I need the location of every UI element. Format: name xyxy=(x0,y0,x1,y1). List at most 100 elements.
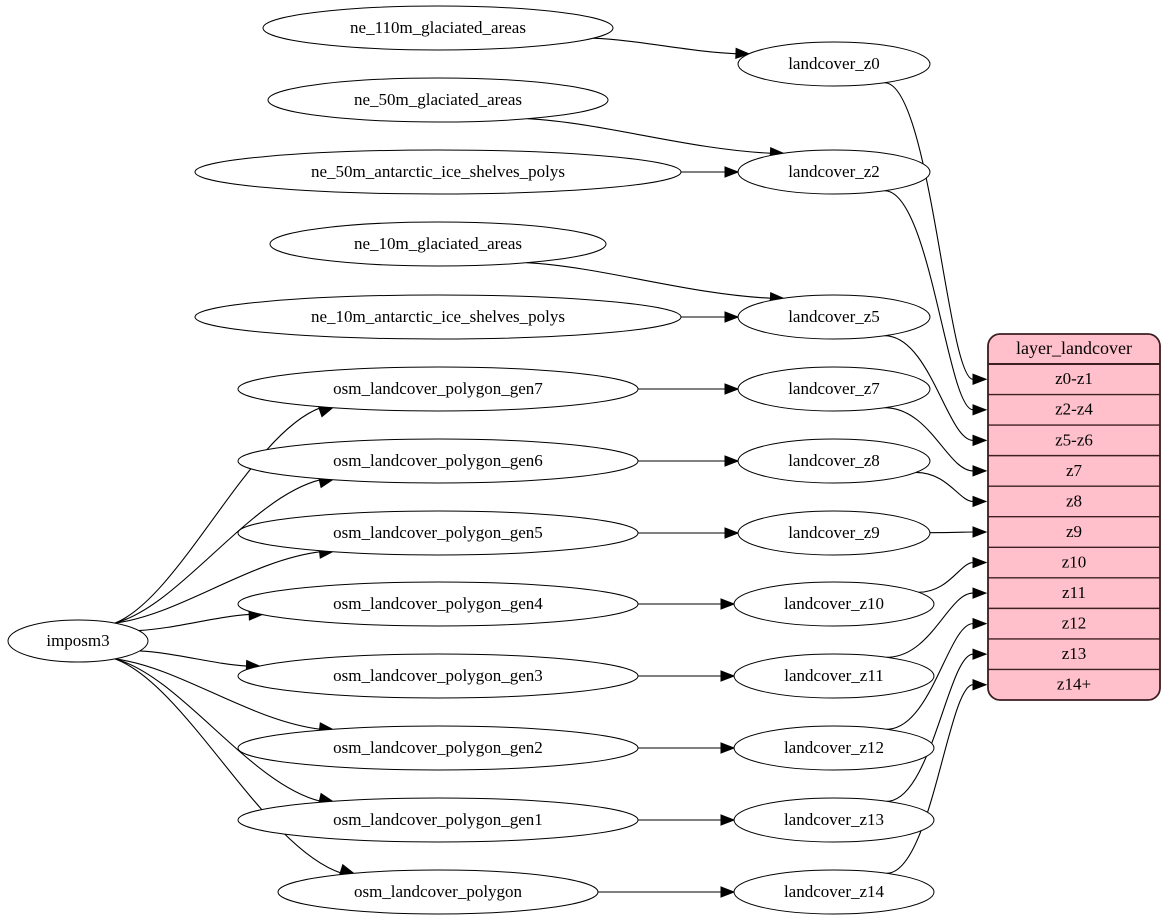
edge-arrowhead xyxy=(972,617,988,630)
record-row-z2-z4[interactable]: z2-z4 xyxy=(988,395,1160,426)
node-label: ne_50m_glaciated_areas xyxy=(354,90,522,109)
node-label: landcover_z14 xyxy=(784,882,885,901)
edge-imposm3-to-osm_landcover_polygon_gen7 xyxy=(114,407,321,624)
source-node-imposm3[interactable]: imposm3 xyxy=(7,619,149,663)
record-row-z9[interactable]: z9 xyxy=(988,517,1160,548)
node-label: ne_10m_glaciated_areas xyxy=(354,234,522,253)
landcover-node-landcover_z0[interactable]: landcover_z0 xyxy=(737,41,931,87)
edge-arrowhead xyxy=(720,886,736,898)
node-shape xyxy=(262,5,614,51)
osm-node-osm_landcover_polygon_gen1[interactable]: osm_landcover_polygon_gen1 xyxy=(237,797,639,843)
edge-landcover_z10-to-row-z10 xyxy=(918,561,974,593)
node-shape xyxy=(733,725,935,771)
node-shape xyxy=(267,77,609,123)
node-shape xyxy=(737,41,931,87)
record-row-label: z8 xyxy=(1066,491,1082,510)
record-table-layer: layer_landcover z0-z1 z2-z4 z5-z6 z7 z8 z9 z10 z… xyxy=(987,333,1161,701)
edge-arrowhead xyxy=(720,670,736,682)
landcover-node-landcover_z8[interactable]: landcover_z8 xyxy=(737,438,931,484)
node-shape xyxy=(237,653,639,699)
record-row-z8[interactable]: z8 xyxy=(988,486,1160,517)
edge-arrowhead xyxy=(972,556,988,569)
osm-node-osm_landcover_polygon_gen6[interactable]: osm_landcover_polygon_gen6 xyxy=(237,438,639,484)
landcover-node-landcover_z7[interactable]: landcover_z7 xyxy=(737,366,931,412)
edge-arrowhead xyxy=(972,465,988,477)
node-shape xyxy=(237,510,639,556)
landcover-node-landcover_z10[interactable]: landcover_z10 xyxy=(733,581,935,627)
landcover-node-landcover_z2[interactable]: landcover_z2 xyxy=(737,149,931,195)
record-header-label: layer_landcover xyxy=(1016,338,1132,358)
record-row-z0-z1[interactable]: z0-z1 xyxy=(988,364,1160,395)
record-row-label: z5-z6 xyxy=(1055,430,1093,449)
node-label: landcover_z13 xyxy=(784,810,884,829)
osm-node-osm_landcover_polygon_gen7[interactable]: osm_landcover_polygon_gen7 xyxy=(237,366,639,412)
landcover-node-landcover_z14[interactable]: landcover_z14 xyxy=(733,869,935,915)
node-label: osm_landcover_polygon_gen7 xyxy=(333,379,543,398)
record-row-z11[interactable]: z11 xyxy=(988,578,1160,609)
landcover-node-landcover_z11[interactable]: landcover_z11 xyxy=(733,653,935,699)
ne-node-ne_50m_glaciated_areas[interactable]: ne_50m_glaciated_areas xyxy=(267,77,609,123)
edge-arrowhead xyxy=(724,455,740,467)
record-row-label: z9 xyxy=(1066,522,1082,541)
edge-arrowhead xyxy=(724,311,740,323)
record-row-z5-z6[interactable]: z5-z6 xyxy=(988,425,1160,456)
edge-arrowhead xyxy=(720,598,736,610)
record-table-layer_landcover[interactable]: layer_landcover z0-z1 z2-z4 z5-z6 z7 z8 z9 z10 z… xyxy=(987,333,1161,701)
record-row-label: z10 xyxy=(1062,552,1087,571)
edge-landcover_z13-to-row-z13 xyxy=(886,653,974,802)
record-row-z13[interactable]: z13 xyxy=(988,639,1160,670)
edge-landcover_z5-to-row-z5-z6 xyxy=(884,335,974,441)
edge-arrowhead xyxy=(972,648,988,660)
ne-node-ne_110m_glaciated_areas[interactable]: ne_110m_glaciated_areas xyxy=(262,5,614,51)
landcover-node-landcover_z5[interactable]: landcover_z5 xyxy=(737,294,931,340)
record-row-label: z14+ xyxy=(1057,675,1091,694)
node-label: landcover_z12 xyxy=(784,738,884,757)
edge-arrowhead xyxy=(720,742,736,754)
node-shape xyxy=(237,581,639,627)
node-shape xyxy=(733,581,935,627)
edge-arrowhead xyxy=(724,527,740,539)
landcover-node-landcover_z9[interactable]: landcover_z9 xyxy=(737,510,931,556)
edge-imposm3-to-osm_landcover_polygon_gen6 xyxy=(114,479,321,624)
node-label: landcover_z9 xyxy=(788,523,880,542)
record-row-z7[interactable]: z7 xyxy=(988,456,1160,487)
record-row-label: z11 xyxy=(1062,583,1086,602)
edge-landcover_z7-to-row-z7 xyxy=(884,407,974,472)
node-label: osm_landcover_polygon_gen4 xyxy=(333,594,543,613)
edge-landcover_z0-to-row-z0-z1 xyxy=(884,82,974,380)
node-label: ne_10m_antarctic_ice_shelves_polys xyxy=(311,307,565,326)
osm-node-osm_landcover_polygon_gen3[interactable]: osm_landcover_polygon_gen3 xyxy=(237,653,639,699)
osm-node-osm_landcover_polygon_gen5[interactable]: osm_landcover_polygon_gen5 xyxy=(237,510,639,556)
ne-node-ne_10m_antarctic_ice_shelves_polys[interactable]: ne_10m_antarctic_ice_shelves_polys xyxy=(194,294,682,340)
node-label: landcover_z2 xyxy=(788,162,880,181)
node-label: landcover_z11 xyxy=(784,666,883,685)
record-row-z14+[interactable]: z14+ xyxy=(988,669,1160,700)
node-label: landcover_z8 xyxy=(788,451,880,470)
node-shape xyxy=(237,797,639,843)
record-row-label: z7 xyxy=(1066,461,1083,480)
osm-node-osm_landcover_polygon_gen4[interactable]: osm_landcover_polygon_gen4 xyxy=(237,581,639,627)
edge-arrowhead xyxy=(735,47,751,60)
record-row-z12[interactable]: z12 xyxy=(988,608,1160,639)
landcover-node-landcover_z13[interactable]: landcover_z13 xyxy=(733,797,935,843)
record-row-label: z12 xyxy=(1062,614,1087,633)
node-shape xyxy=(194,294,682,340)
edge-imposm3-to-osm_landcover_polygon_gen3 xyxy=(139,650,248,667)
osm-node-osm_landcover_polygon[interactable]: osm_landcover_polygon xyxy=(277,869,599,915)
ne-node-ne_10m_glaciated_areas[interactable]: ne_10m_glaciated_areas xyxy=(269,221,607,267)
node-shape xyxy=(737,294,931,340)
edge-landcover_z8-to-row-z8 xyxy=(915,471,974,503)
edge-landcover_z2-to-row-z2-z4 xyxy=(884,190,974,411)
edge-landcover_z14-to-row-z14+ xyxy=(886,684,974,874)
record-row-z10[interactable]: z10 xyxy=(988,547,1160,578)
node-label: landcover_z10 xyxy=(784,594,884,613)
osm-node-osm_landcover_polygon_gen2[interactable]: osm_landcover_polygon_gen2 xyxy=(237,725,639,771)
edge-arrowhead xyxy=(972,526,988,538)
record-row-label: z0-z1 xyxy=(1055,369,1093,388)
node-label: landcover_z7 xyxy=(788,379,880,398)
node-shape xyxy=(733,869,935,915)
landcover-node-landcover_z12[interactable]: landcover_z12 xyxy=(733,725,935,771)
ne-node-ne_50m_antarctic_ice_shelves_polys[interactable]: ne_50m_antarctic_ice_shelves_polys xyxy=(194,149,682,195)
node-label: osm_landcover_polygon_gen1 xyxy=(333,810,543,829)
